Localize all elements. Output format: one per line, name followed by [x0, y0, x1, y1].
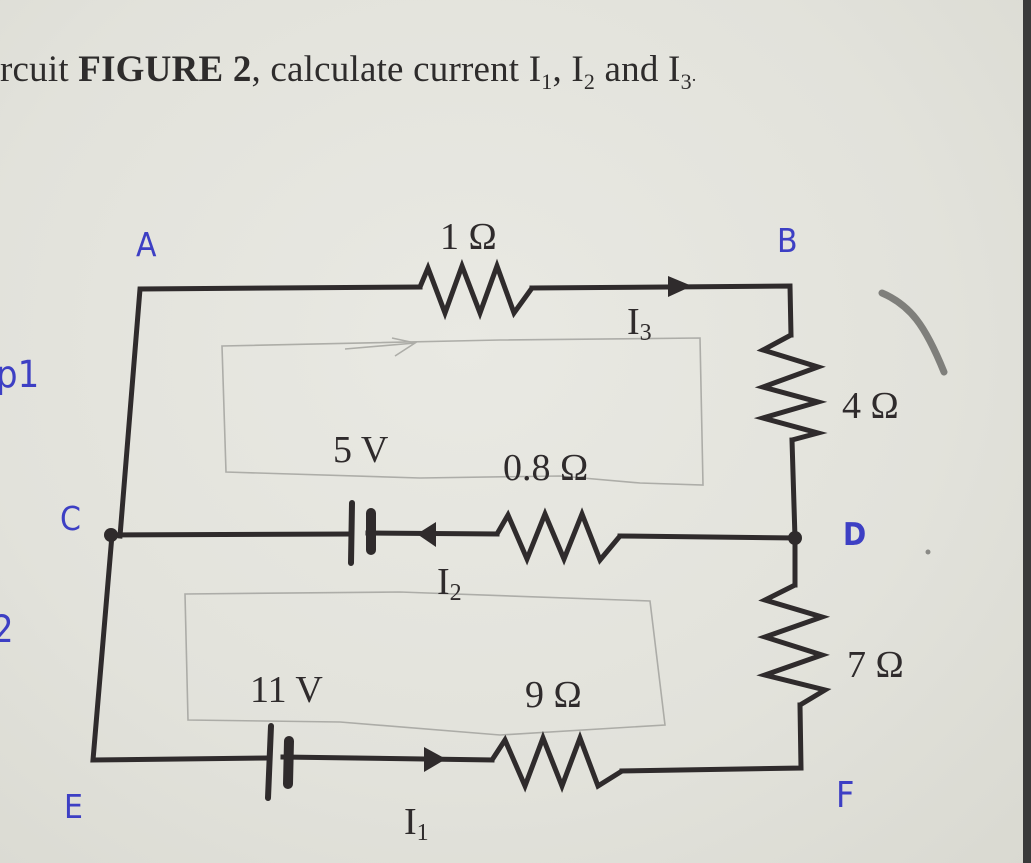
battery-11v-short-plate: [283, 736, 294, 789]
circuit-wires: [90, 283, 804, 774]
wire-0-8ohm-to-d: [617, 533, 798, 541]
label-11v: 11 V: [250, 669, 323, 711]
wire-a-to-1ohm: [117, 284, 423, 539]
question-and: and: [595, 49, 669, 90]
wire-4ohm-to-d: [789, 437, 798, 541]
battery-11v: [265, 723, 294, 801]
resistor-9ohm: [489, 730, 624, 793]
question-sep: ,: [552, 49, 572, 90]
page-edge: [1023, 0, 1031, 863]
wire-1ohm-to-b: [529, 283, 794, 338]
label-9ohm: 9 Ω: [525, 674, 582, 716]
resistor-4ohm: [753, 332, 828, 443]
pencil-loop-upper: [221, 337, 704, 486]
wire-7ohm-to-f: [619, 702, 804, 774]
node-label-b: B: [777, 222, 798, 261]
current-label-i3-sub: 3: [639, 320, 652, 346]
junction-node-c: [104, 528, 118, 542]
figure-reference: FIGURE 2: [78, 49, 252, 90]
resistor-7ohm: [756, 582, 832, 708]
margin-note-1: p1: [0, 353, 40, 397]
pencil-mark: [878, 289, 948, 376]
battery-11v-long-plate: [265, 723, 274, 801]
current-i2-subscript: 2: [583, 69, 596, 94]
resistor-1ohm: [417, 258, 535, 321]
label-7ohm: 7 Ω: [847, 644, 904, 686]
pencil-loop-lower: [184, 591, 666, 736]
margin-note-2: 2: [0, 608, 14, 652]
junction-node-d: [788, 531, 802, 545]
current-label-i3: I3: [627, 300, 652, 346]
current-i1-subscript: 1: [541, 69, 553, 94]
battery-5v-long-plate: [348, 500, 355, 566]
battery-5v: [348, 500, 376, 566]
label-4ohm: 4 Ω: [842, 385, 899, 427]
current-label-i2-sub: 2: [449, 580, 462, 606]
label-1ohm: 1 Ω: [440, 216, 497, 258]
label-5v: 5 V: [333, 429, 389, 471]
node-label-e: E: [64, 788, 83, 827]
wire-c-to-e: [90, 532, 268, 763]
current-i2-symbol: I: [571, 49, 584, 90]
question-mid: , calculate current: [251, 49, 529, 90]
node-label-d: D: [843, 516, 867, 553]
resistor-0-8ohm: [494, 507, 622, 566]
current-label-i1-sub: 1: [416, 820, 429, 846]
stray-dot: [925, 549, 931, 555]
current-label-i2: I2: [437, 560, 462, 606]
current-label-i2-symbol: I: [437, 561, 450, 603]
question-prefix: rcuit: [0, 49, 79, 90]
wire-c-to-5v: [109, 531, 353, 538]
current-i3-symbol: I: [668, 49, 681, 90]
current-label-i1-symbol: I: [404, 801, 417, 843]
pencil-loop-annotations: [184, 337, 704, 736]
label-0-8ohm: 0.8 Ω: [503, 447, 589, 489]
current-i3-subscript: 3: [680, 69, 692, 94]
wire-11v-to-9ohm: [280, 754, 495, 763]
question-text: rcuit FIGURE 2, calculate current I1, I2…: [0, 48, 697, 94]
current-arrow-i2: [417, 522, 436, 547]
current-label-i1: I1: [404, 800, 429, 846]
pencil-loop-upper-arrow: [344, 337, 418, 357]
question-period: .: [691, 65, 697, 85]
node-label-a: A: [136, 226, 157, 265]
current-i1-symbol: I: [528, 49, 542, 90]
node-label-c: C: [60, 500, 81, 539]
current-arrow-i3: [668, 276, 692, 297]
node-label-f: F: [836, 774, 855, 816]
current-label-i3-symbol: I: [627, 301, 640, 343]
current-arrow-i1: [424, 747, 446, 772]
